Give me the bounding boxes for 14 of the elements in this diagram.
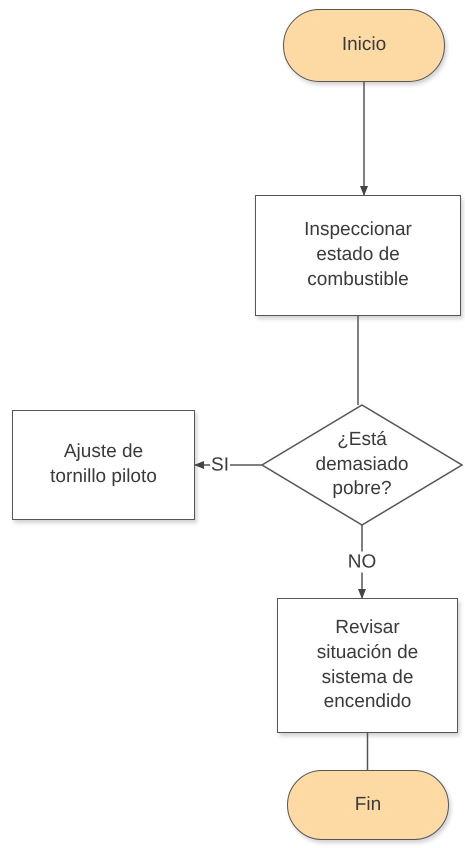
- node-text: Inspeccionar estado de combustible: [303, 218, 413, 292]
- node-text: Ajuste de tornillo piloto: [49, 440, 158, 489]
- process-box: [277, 598, 458, 733]
- edge-label: NO: [346, 551, 378, 572]
- node-text: Fin: [354, 792, 382, 817]
- connector-arrow: [360, 82, 368, 196]
- terminal-pill: [283, 9, 445, 82]
- connector-arrow: [194, 461, 262, 469]
- node-text: Inicio: [342, 33, 386, 58]
- process-box: [12, 410, 195, 520]
- node-text: Revisar situación de sistema de encendido: [316, 616, 420, 714]
- process-box: [255, 195, 461, 316]
- node-text: ¿Está demasiado pobre?: [314, 428, 410, 502]
- terminal-pill: [287, 770, 449, 840]
